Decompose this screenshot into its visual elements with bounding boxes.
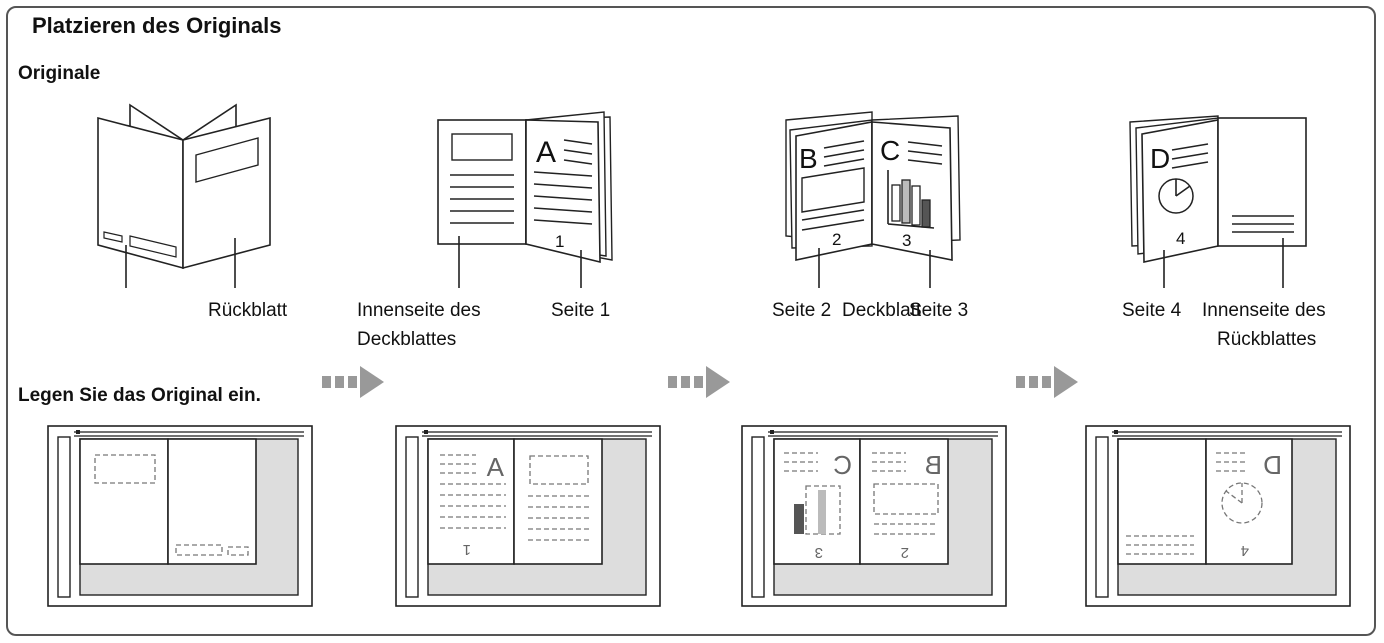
scanner-letter-d: D [1263,450,1282,480]
original-book-open-2 [785,111,961,288]
page-number-3: 3 [902,231,911,250]
label-innenseite-deckblatt-line1: Innenseite des [357,300,481,321]
label-seite-3: Seite 3 [909,300,969,321]
label-deckblatt: Deckblatt [842,300,922,321]
label-seite-2: Seite 2 [772,300,832,321]
original-book-cover [97,103,271,288]
next-step-arrow-icon [1016,366,1078,398]
scanner-glass-3 [741,425,1007,607]
original-book-open-1 [437,111,613,288]
scanner-number-3: 3 [815,544,823,561]
label-innenseite-rueckblatt-line2: Rückblattes [1217,329,1317,350]
next-step-arrow-icon [322,366,384,398]
scanner-number-2: 2 [901,544,909,561]
label-innenseite-rueckblatt-line1: Innenseite des [1202,300,1326,321]
scanner-glass-1 [47,425,313,607]
originals-heading: Originale [18,63,101,84]
scanner-glass-4 [1085,425,1351,607]
page-number-4: 4 [1176,229,1185,248]
page-letter-a: A [536,136,556,169]
page-letter-d: D [1150,143,1170,174]
scanner-number-1: 1 [463,541,471,558]
scanner-letter-b: B [925,450,942,480]
place-heading: Legen Sie das Original ein. [18,385,261,406]
page-letter-c: C [880,135,900,166]
scanner-letter-c: C [833,450,852,480]
diagram-frame [6,6,1376,636]
page-letter-b: B [799,143,818,174]
label-seite-4: Seite 4 [1122,300,1182,321]
page-number-2: 2 [832,230,841,249]
label-seite-1: Seite 1 [551,300,611,321]
page-title: Platzieren des Originals [32,13,282,38]
scanner-number-4: 4 [1241,542,1249,559]
next-step-arrow-icon [668,366,730,398]
original-book-open-3 [1129,115,1307,288]
scanner-glass-2 [395,425,661,607]
label-innenseite-deckblatt-line2: Deckblattes [357,329,457,350]
scanner-letter-a: A [486,452,504,482]
page-number-1: 1 [555,232,564,251]
label-rueckblatt: Rückblatt [208,300,288,321]
